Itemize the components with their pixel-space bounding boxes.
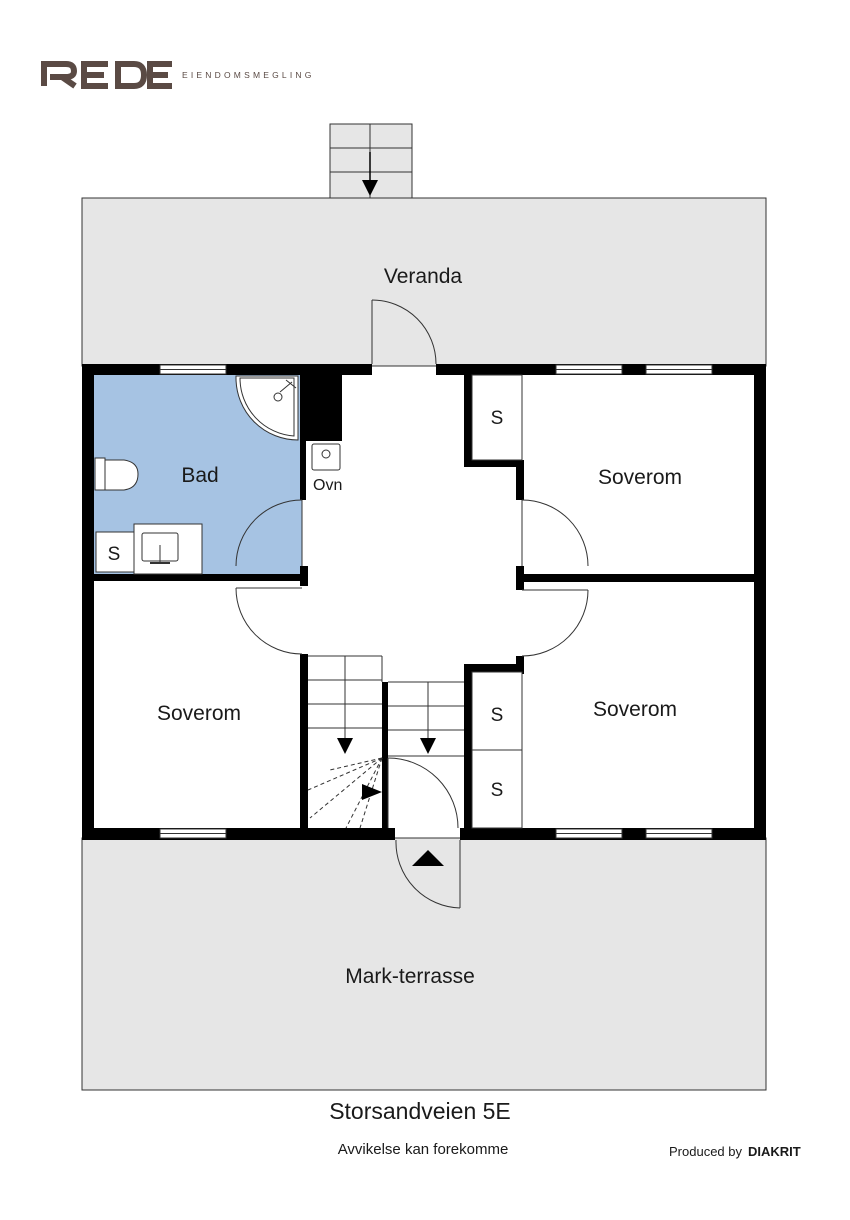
closets — [471, 374, 523, 829]
disclaimer-text: Avvikelse kan forekomme — [338, 1141, 509, 1158]
windows — [159, 364, 713, 839]
storage-label: S — [108, 544, 121, 565]
room-label-soverom-bottom-right: Soverom — [593, 698, 677, 721]
room-label-bad: Bad — [181, 464, 218, 487]
logo-tagline: EIENDOMSMEGLING — [182, 70, 315, 80]
storage-label: S — [491, 780, 504, 801]
right-arrow-icon — [362, 784, 382, 800]
entrance-arrow-icon — [412, 850, 444, 866]
address-title: Storsandveien 5E — [329, 1098, 511, 1124]
oven-icon — [311, 443, 341, 471]
room-label-mark-terrasse: Mark-terrasse — [345, 965, 475, 988]
room-label-soverom-top-right: Soverom — [598, 466, 682, 489]
stair-arrows — [337, 738, 436, 800]
sink-cabinet — [95, 523, 203, 575]
label-ovn: Ovn — [313, 477, 342, 494]
toilet-icon — [94, 457, 139, 491]
down-arrow-icon — [420, 738, 436, 754]
mark-terrasse-area — [81, 837, 767, 1091]
down-arrow-icon — [337, 738, 353, 754]
room-label-soverom-left: Soverom — [157, 702, 241, 725]
shower — [235, 375, 299, 441]
veranda-area — [81, 197, 767, 367]
doors — [235, 299, 589, 909]
produced-by-text: Produced by — [669, 1144, 742, 1159]
room-label-veranda: Veranda — [384, 265, 463, 288]
storage-label: S — [491, 408, 504, 429]
down-arrow-icon — [362, 152, 378, 196]
rede-logo — [41, 61, 172, 89]
shower-head-icon — [279, 379, 297, 393]
storage-label: S — [491, 705, 504, 726]
producer-brand: DIAKRIT — [748, 1144, 801, 1159]
